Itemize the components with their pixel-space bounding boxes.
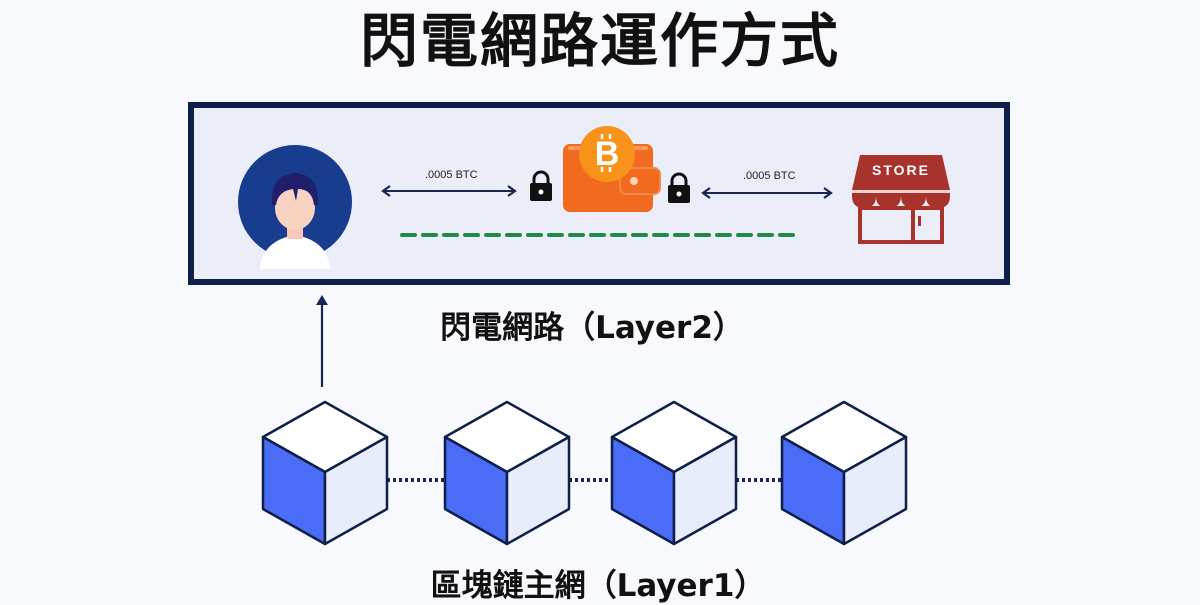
block-cube (261, 400, 389, 546)
block-cube (610, 400, 738, 546)
up-arrow (316, 295, 328, 387)
store-sign: STORE (872, 162, 930, 178)
store-icon: STORE (852, 155, 950, 244)
bitcoin-wallet-icon: B (563, 126, 661, 212)
layer2-label: 閃電網路（Layer2） (440, 310, 744, 346)
right-transfer-arrow (701, 187, 833, 199)
svg-text:B: B (595, 135, 620, 173)
block-cube (443, 400, 571, 546)
lock-icon-left (530, 170, 552, 201)
left-transfer-arrow (381, 185, 517, 197)
user-avatar-icon (238, 145, 352, 269)
left-transfer-amount: .0005 BTC (425, 169, 478, 181)
page-title: 閃電網路運作方式 (359, 7, 840, 75)
block-cube (780, 400, 908, 546)
right-transfer-amount: .0005 BTC (743, 170, 796, 182)
payment-channel-line (400, 233, 800, 237)
layer1-label: 區塊鏈主網（Layer1） (430, 568, 766, 604)
lock-icon-right (668, 172, 690, 203)
